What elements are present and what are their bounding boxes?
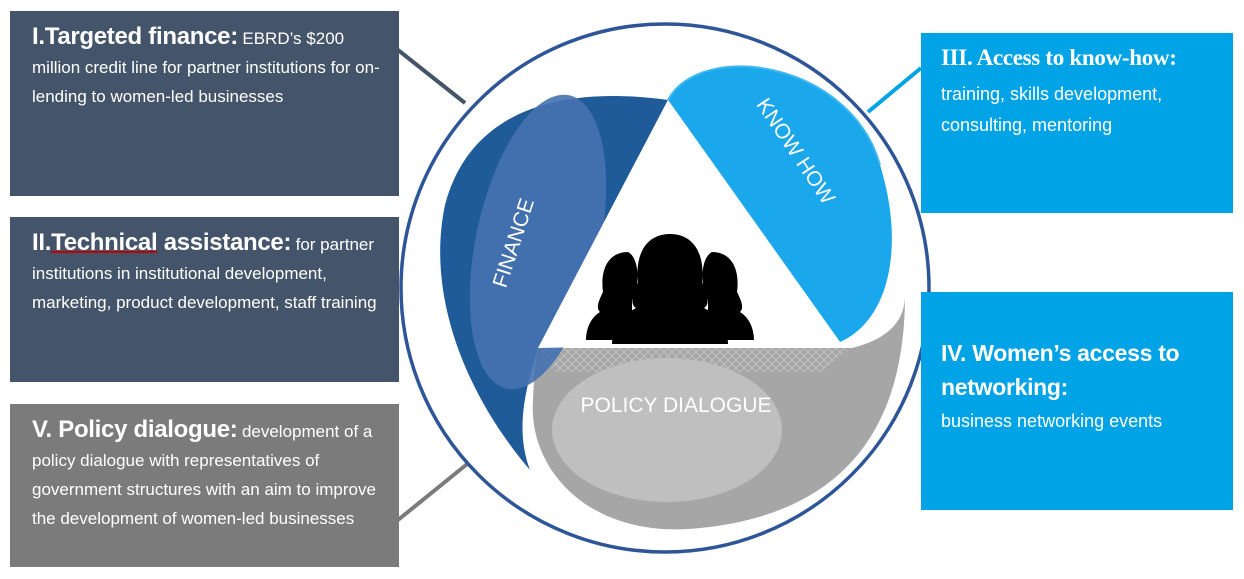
- knowhow-edge: [667, 65, 881, 166]
- technical-assistance-text: for partner institutions in institutiona…: [32, 235, 377, 312]
- connector-knowhow: [866, 66, 923, 114]
- access-knowhow-heading: III. Access to know-how:: [941, 45, 1177, 70]
- connector-finance: [396, 48, 467, 105]
- access-knowhow-text: training, skills development, consulting…: [941, 84, 1163, 135]
- networking-heading: IV. Women’s access to networking:: [941, 340, 1180, 400]
- targeted-finance-heading: I.Targeted finance:: [32, 23, 238, 50]
- networking-text: business networking events: [941, 411, 1163, 431]
- knowhow-segment: [668, 66, 892, 342]
- technical-assistance-box: II.Technical assistance: for partner ins…: [10, 217, 399, 382]
- women-group-icon: [586, 234, 754, 344]
- targeted-finance-box: I.Targeted finance: EBRD’s $200 million …: [10, 11, 399, 196]
- policy-label: POLICY DIALOGUE: [580, 394, 771, 417]
- targeted-finance-text: EBRD’s $200 million credit line for part…: [32, 29, 380, 106]
- networking-box: IV. Women’s access to networking: busine…: [921, 292, 1233, 510]
- policy-dialogue-text: development of a policy dialogue with re…: [32, 422, 376, 528]
- technical-assistance-heading: II.Technical assistance:: [32, 229, 291, 256]
- policy-dialogue-heading: V. Policy dialogue:: [32, 416, 238, 443]
- policy-highlight: [552, 358, 782, 502]
- heading-technical-word: Technical: [51, 229, 158, 256]
- heading-prefix: II.: [32, 229, 52, 256]
- policy-dialogue-box: V. Policy dialogue: development of a pol…: [10, 404, 399, 567]
- access-knowhow-box: III. Access to know-how: training, skill…: [921, 33, 1233, 213]
- heading-suffix: assistance:: [157, 229, 292, 256]
